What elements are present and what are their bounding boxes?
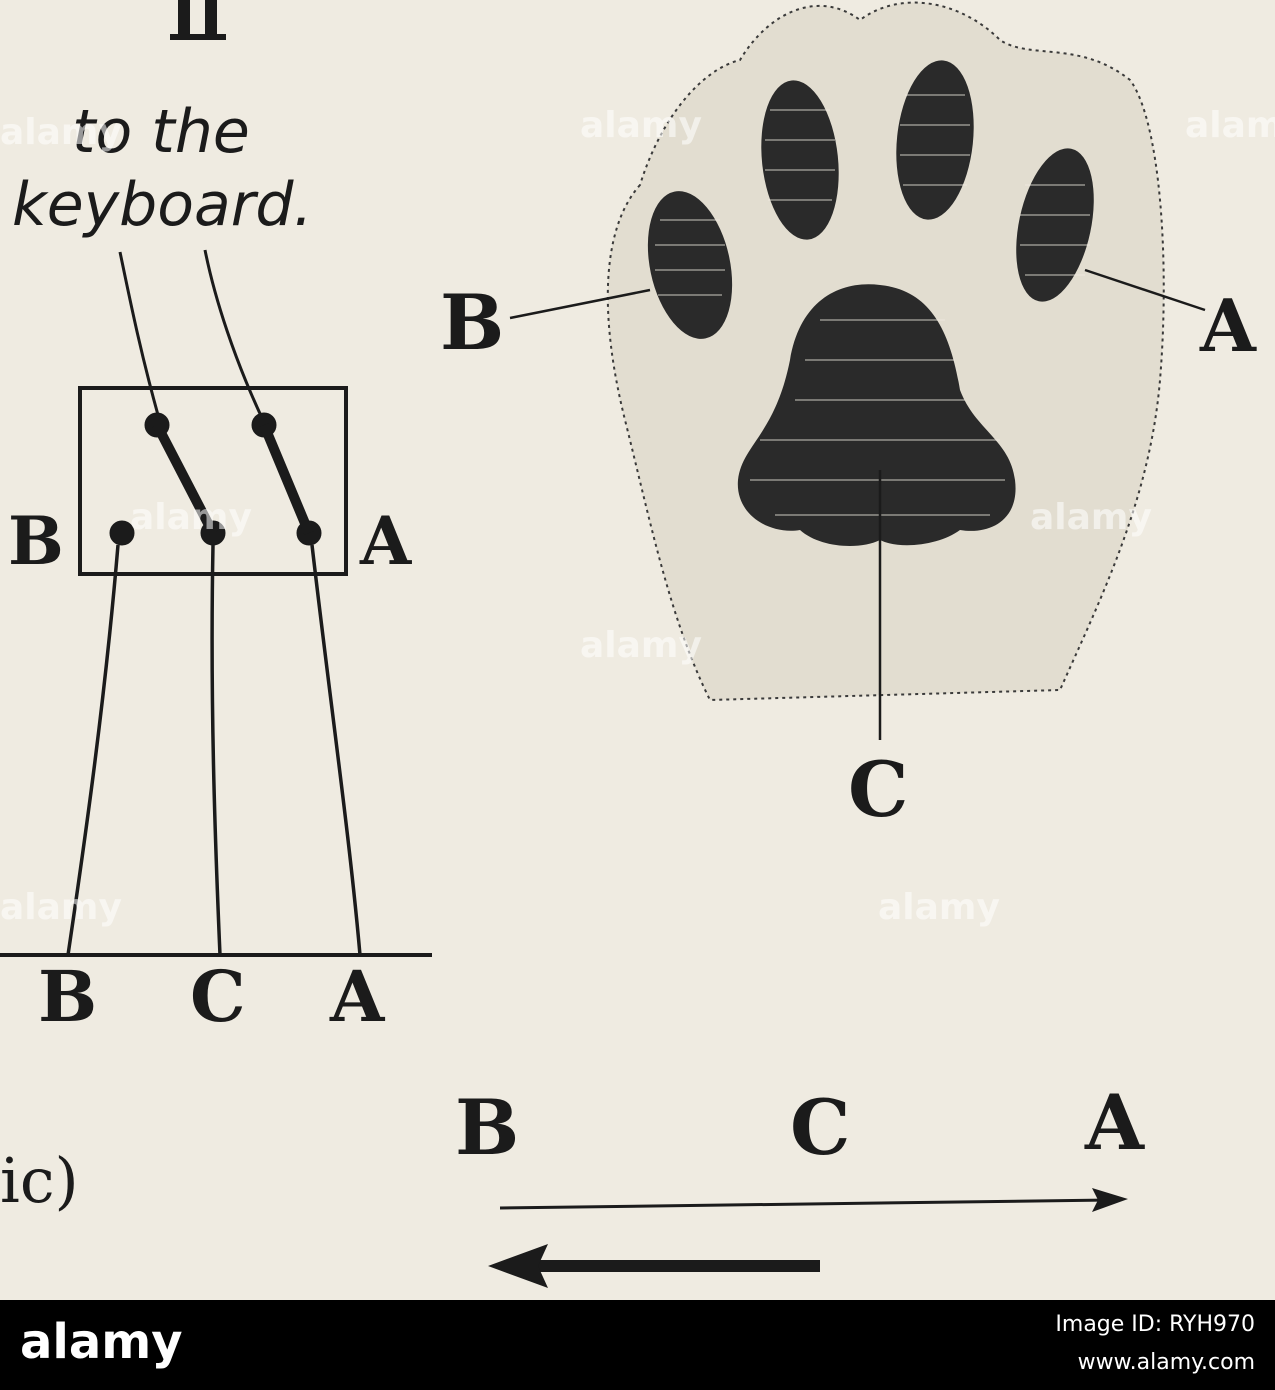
watermark-5: alamy — [1030, 497, 1152, 538]
watermark-7: alamy — [0, 887, 122, 928]
arrow-left — [488, 1244, 820, 1288]
figure: to the keyboard. B A B C A B A C B C A i… — [0, 0, 1275, 1288]
arrow-label-c: C — [790, 1083, 851, 1172]
note-line-2: keyboard. — [12, 170, 313, 240]
bar-label-a: A — [330, 955, 385, 1038]
toe-pad-3 — [896, 60, 974, 220]
leader-line-right — [203, 249, 264, 419]
toe-pad-4 — [1016, 148, 1094, 302]
paw-leader-b — [509, 288, 651, 320]
watermark-2: alamy — [580, 105, 702, 146]
switch-label-b: B — [8, 502, 64, 580]
bar-label-b: B — [38, 955, 98, 1038]
paw-label-a: A — [1200, 283, 1256, 368]
watermark-6: alamy — [580, 625, 702, 666]
arrow-label-a: A — [1085, 1078, 1144, 1167]
image-id: Image ID: RYH970 — [1055, 1312, 1255, 1337]
switch-terminals — [109, 412, 322, 546]
switch-label-a: A — [360, 502, 412, 580]
watermark-4: alamy — [130, 497, 252, 538]
bar-label-c: C — [190, 955, 246, 1038]
paw — [606, 1, 1165, 702]
paw-label-c: C — [848, 745, 909, 834]
brand-logo: alamy — [20, 1314, 183, 1370]
footer-bar: alamy Image ID: RYH970 www.alamy.com — [0, 1300, 1275, 1390]
toe-pad-1 — [647, 191, 733, 339]
watermark-3: alamy — [1185, 105, 1275, 146]
diagram-drawing — [0, 0, 1206, 1288]
leader-line-left — [118, 251, 160, 416]
site-url: www.alamy.com — [1077, 1350, 1255, 1375]
wires — [66, 544, 362, 956]
watermark-8: alamy — [878, 887, 1000, 928]
note-line-1: to the — [72, 97, 250, 167]
paw-label-b: B — [440, 278, 505, 367]
roman-numeral-fragment — [170, 0, 226, 40]
watermark-1: alamy — [0, 112, 122, 153]
caption-fragment: ic) — [0, 1144, 79, 1217]
arrow-right — [499, 1188, 1128, 1212]
paw-leader-a — [1084, 268, 1206, 312]
arrow-label-b: B — [455, 1083, 520, 1172]
